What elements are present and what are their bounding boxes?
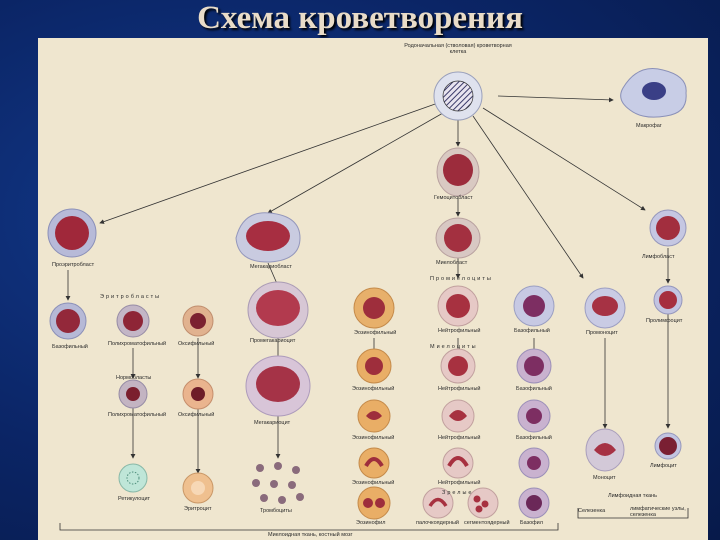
- label-baso-meta: Базофильный: [516, 435, 552, 441]
- lymphocyte-icon: [654, 432, 682, 460]
- neutrophil-band-final-icon: [422, 487, 454, 519]
- metamyelocyte-baso-icon: [517, 399, 551, 433]
- prolymphocyte-icon: [653, 285, 683, 315]
- label-normoblasts: Нормобласты: [116, 375, 152, 381]
- label-oxyphilic-n: Оксифильный: [178, 412, 215, 418]
- erythroblast-polychromatic-icon: [116, 304, 150, 338]
- normoblast-oxyphilic-icon: [182, 378, 214, 410]
- label-lymph-nodes: лимфатические узлы, селезенка: [630, 506, 686, 518]
- label-polychromatic: Полихроматофильный: [108, 341, 167, 347]
- label-myeloblast: Миелобласт: [436, 260, 468, 266]
- label-lymphoblast: Лимфобласт: [642, 254, 675, 260]
- promyelocyte-eos-icon: [353, 287, 395, 329]
- basophil-icon: [518, 487, 550, 519]
- band-baso-icon: [518, 447, 550, 479]
- label-neutrophilic-pro: Нейтрофильный: [438, 328, 481, 334]
- label-oxyphilic: Оксифильный: [178, 341, 215, 347]
- promegakaryocyte-icon: [247, 281, 309, 339]
- promyelocyte-baso-icon: [513, 285, 555, 327]
- label-basophilic: Базофильный: [52, 344, 88, 350]
- label-monocyte: Моноцит: [593, 475, 616, 481]
- label-mature: Зрелые: [442, 490, 474, 496]
- reticulocyte-icon: [118, 463, 148, 493]
- myelocyte-baso-icon: [516, 348, 552, 384]
- label-neut-band: Нейтрофильный: [438, 480, 481, 486]
- label-eosinophil: Эозинофил: [356, 520, 386, 526]
- hematopoiesis-diagram: Родоначальная (стволовая) кроветворная к…: [38, 38, 708, 540]
- label-erythrocyte: Эритроцит: [184, 506, 212, 512]
- myelocyte-neut-icon: [440, 348, 476, 384]
- megakaryocyte-icon: [245, 355, 311, 417]
- metamyelocyte-neut-icon: [441, 399, 475, 433]
- macrophage-icon: [620, 68, 687, 118]
- label-basophil: Базофил: [520, 520, 543, 526]
- band-eos-icon: [358, 447, 390, 479]
- label-megakaryoblast: Мегакариобласт: [250, 264, 292, 270]
- label-reticulocyte: Ретикулоцит: [118, 496, 151, 502]
- label-proerythroblast: Проэритробласт: [52, 262, 95, 268]
- erythroblast-oxyphilic-icon: [182, 305, 214, 337]
- label-hemocytoblast: Гемоцитобласт: [434, 195, 473, 201]
- label-baso-myel: Базофильный: [516, 386, 552, 392]
- label-basophilic-pro: Базофильный: [514, 328, 550, 334]
- label-eos-myel: Эозинофильный: [352, 386, 395, 392]
- label-neut-myel: Нейтрофильный: [438, 386, 481, 392]
- band-neut-icon: [442, 447, 474, 479]
- promonocyte-icon: [584, 287, 626, 329]
- myelocyte-eos-icon: [356, 348, 392, 384]
- label-eos-meta: Эозинофильный: [352, 435, 395, 441]
- label-eosinophilic-pro: Эозинофильный: [354, 330, 397, 336]
- page-title: Схема кроветворения: [197, 0, 523, 36]
- label-polychromatic-n: Полихроматофильный: [108, 412, 167, 418]
- lymphoblast-icon: [649, 209, 687, 247]
- label-stem: Родоначальная (стволовая) кроветворная к…: [404, 43, 512, 55]
- label-erythroblasts: Эритробласты: [100, 294, 162, 300]
- bottom-bracket: [59, 508, 689, 531]
- megakaryoblast-icon: [235, 212, 301, 263]
- hemocytoblast-icon: [436, 147, 480, 197]
- myeloblast-icon: [435, 217, 481, 259]
- erythrocyte-icon: [182, 472, 214, 504]
- label-spleen: Селезенка: [578, 508, 606, 514]
- label-myelocytes: Миелоциты: [430, 344, 478, 350]
- neutrophil-segmented-icon: [467, 487, 499, 519]
- proerythroblast-icon: [47, 208, 97, 258]
- diagram-canvas: [47, 68, 689, 531]
- eosinophil-icon: [357, 486, 391, 520]
- label-neut-meta: Нейтрофильный: [438, 435, 481, 441]
- stem-cell-icon: [433, 71, 483, 121]
- label-lymphocyte: Лимфоцит: [650, 463, 677, 469]
- label-promyelocytes: Промиелоциты: [430, 276, 493, 282]
- label-lymph-tissue: Лимфоидная ткань: [608, 493, 657, 499]
- label-neut-seg-final: сегментоядерный: [464, 520, 510, 526]
- label-promegakaryocyte: Промегакариоцит: [250, 338, 296, 344]
- normoblast-polychromatic-icon: [118, 379, 148, 409]
- label-platelets: Тромбоциты: [260, 508, 292, 514]
- label-eos-band: Эозинофильный: [352, 480, 395, 486]
- monocyte-icon: [585, 428, 625, 472]
- label-promonocyte: Промоноцит: [586, 330, 618, 336]
- erythroblast-basophilic-icon: [49, 302, 87, 340]
- platelets-icon: [252, 462, 304, 504]
- label-macrophage: Макрофаг: [636, 123, 662, 129]
- promyelocyte-neut-icon: [437, 285, 479, 327]
- label-bone-marrow: Миелоидная ткань, костный мозг: [268, 532, 353, 538]
- arrows: [65, 95, 671, 474]
- label-megakaryocyte: Мегакариоцит: [254, 420, 291, 426]
- label-prolymphocyte: Пролимфоцит: [646, 318, 683, 324]
- metamyelocyte-eos-icon: [357, 399, 391, 433]
- label-neut-band-final: палочкоядерный: [416, 520, 460, 526]
